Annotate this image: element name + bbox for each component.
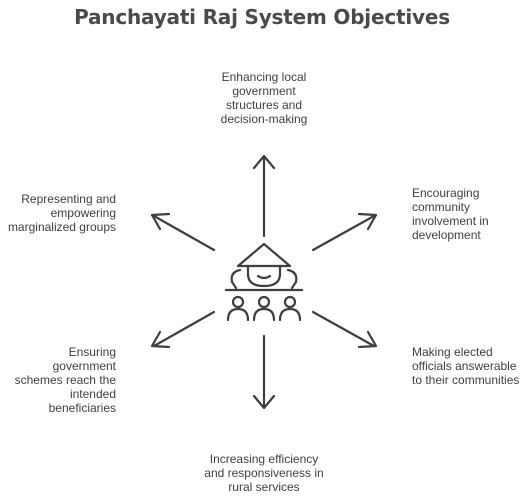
village-assembly-icon	[224, 242, 304, 322]
arrow-bottom-right	[311, 310, 378, 349]
arrow-top	[252, 154, 276, 238]
objective-bottom-right-label: Making elected officials answerable to t…	[412, 345, 520, 387]
objective-top-right-label: Encouraging community involvement in dev…	[412, 186, 489, 242]
objective-bottom-left-label: Ensuring government schemes reach the in…	[14, 345, 116, 415]
arrow-bottom	[252, 334, 276, 410]
objective-top-left-label: Representing and empowering marginalized…	[7, 192, 116, 234]
arrow-top-left	[150, 212, 216, 252]
objective-bottom-label: Increasing efficiency and responsiveness…	[204, 452, 324, 494]
diagram-title: Panchayati Raj System Objectives	[74, 5, 450, 29]
objective-top-label: Enhancing local government structures an…	[220, 70, 308, 126]
arrow-bottom-left	[150, 310, 216, 349]
arrow-top-right	[311, 212, 378, 252]
